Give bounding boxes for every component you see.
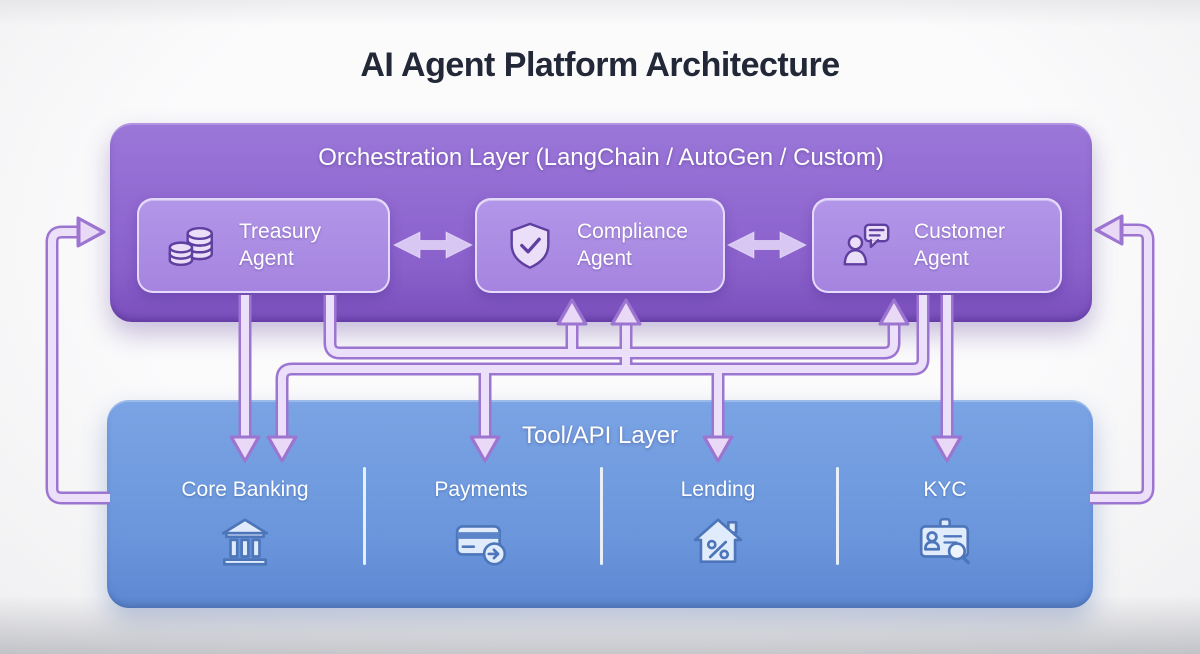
shield-check-icon bbox=[503, 219, 557, 273]
tool-item-core-banking: Core Banking bbox=[145, 478, 345, 571]
tool-item-kyc: KYC bbox=[845, 478, 1045, 571]
tool-label: Payments bbox=[434, 478, 528, 501]
tool-api-layer-title: Tool/API Layer bbox=[521, 422, 679, 449]
house-percent-icon bbox=[689, 513, 747, 571]
id-card-search-icon bbox=[916, 513, 974, 571]
agent-label: Compliance Agent bbox=[577, 219, 688, 270]
tool-divider bbox=[836, 467, 839, 565]
orchestration-layer: Orchestration Layer (LangChain / AutoGen… bbox=[110, 123, 1092, 322]
tool-label: Lending bbox=[680, 478, 756, 501]
page-title: AI Agent Platform Architecture bbox=[360, 46, 840, 84]
agent-card-customer: Customer Agent bbox=[812, 198, 1062, 293]
agent-card-compliance: Compliance Agent bbox=[475, 198, 725, 293]
tool-divider bbox=[600, 467, 603, 565]
tool-divider bbox=[363, 467, 366, 565]
bank-icon bbox=[216, 513, 274, 571]
person-chat-icon bbox=[840, 219, 894, 273]
orchestration-layer-title: Orchestration Layer (LangChain / AutoGen… bbox=[318, 144, 884, 171]
agent-label: Treasury Agent bbox=[239, 219, 322, 270]
credit-card-icon bbox=[452, 513, 510, 571]
agent-card-treasury: Treasury Agent bbox=[137, 198, 390, 293]
coins-icon bbox=[165, 219, 219, 273]
tool-item-payments: Payments bbox=[381, 478, 581, 571]
tool-label: KYC bbox=[923, 478, 967, 501]
tool-api-layer: Tool/API Layer Core Banking Payments bbox=[107, 400, 1093, 608]
agent-label: Customer Agent bbox=[914, 219, 1006, 270]
tool-label: Core Banking bbox=[181, 478, 309, 501]
tool-item-lending: Lending bbox=[618, 478, 818, 571]
